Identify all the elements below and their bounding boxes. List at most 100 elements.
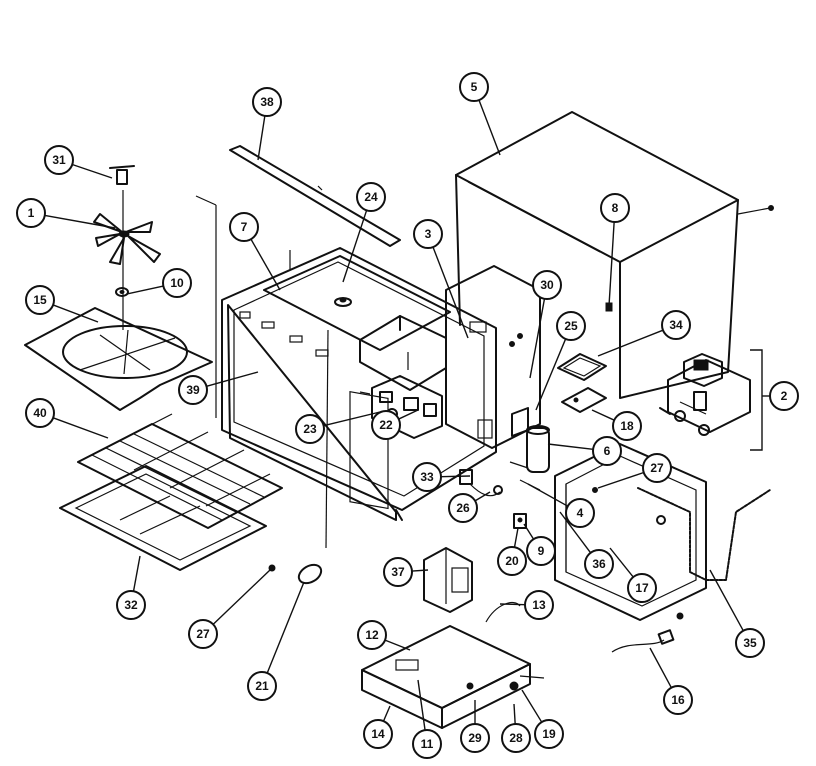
diode-clip xyxy=(513,513,527,529)
callout-number: 22 xyxy=(379,418,393,432)
callout-number: 2 xyxy=(781,389,788,403)
callout-leader-line xyxy=(649,647,672,689)
callout-leader-line xyxy=(417,679,426,731)
callout-number: 13 xyxy=(532,598,546,612)
callout-circle xyxy=(735,628,765,658)
callout-circle xyxy=(524,590,554,620)
callout-circle xyxy=(252,87,282,117)
callout-leader-line xyxy=(597,471,644,489)
callout-circle xyxy=(600,193,630,223)
callout-leader-line xyxy=(432,246,469,339)
callout-circle xyxy=(565,498,595,528)
glass-tray xyxy=(59,465,267,571)
callout-circle xyxy=(178,375,208,405)
fan-motor xyxy=(423,547,473,613)
callout-leader-line xyxy=(44,214,116,229)
callout-6: 6 xyxy=(547,436,622,466)
callout-circle xyxy=(247,671,277,701)
callout-leader-line xyxy=(257,115,266,161)
callout-circle xyxy=(534,719,564,749)
callout-number: 21 xyxy=(255,679,269,693)
outer-cabinet-wrapper xyxy=(455,111,774,399)
callout-number: 27 xyxy=(650,461,664,475)
callout-17: 17 xyxy=(609,547,657,603)
callout-leader-line xyxy=(266,581,305,674)
callout-25: 25 xyxy=(535,311,586,411)
callout-leader-line xyxy=(52,417,109,439)
reference-lines xyxy=(195,195,291,418)
callout-circle xyxy=(501,723,531,753)
callout-35: 35 xyxy=(709,569,765,658)
callout-leader-line xyxy=(527,483,569,507)
high-voltage-transformer xyxy=(659,353,751,436)
cavity-top-waveguide xyxy=(263,255,451,391)
callout-leader-line xyxy=(513,703,516,725)
callout-leader-line xyxy=(384,639,411,651)
callout-10: 10 xyxy=(126,268,192,298)
callout-number: 8 xyxy=(612,201,619,215)
callout-1: 1 xyxy=(16,198,116,229)
base-plate-assembly xyxy=(361,601,545,729)
callout-number: 26 xyxy=(456,501,470,515)
callout-number: 36 xyxy=(592,557,606,571)
capacitor xyxy=(509,425,550,473)
callout-number: 7 xyxy=(241,220,248,234)
callout-number: 4 xyxy=(577,506,584,520)
callout-14: 14 xyxy=(363,705,393,749)
callout-27: 27 xyxy=(597,453,672,489)
top-trim-strip xyxy=(229,145,401,247)
callout-leader-line xyxy=(513,527,519,548)
callout-number: 25 xyxy=(564,319,578,333)
callout-number: 9 xyxy=(538,544,545,558)
callout-circle xyxy=(25,285,55,315)
callout-9: 9 xyxy=(523,523,556,566)
callout-circle xyxy=(363,719,393,749)
callout-number: 37 xyxy=(391,565,405,579)
callout-23: 23 xyxy=(295,411,381,444)
callout-16: 16 xyxy=(649,647,693,715)
callout-number: 16 xyxy=(671,693,685,707)
callout-leader-line xyxy=(547,443,594,451)
callout-circle xyxy=(448,493,478,523)
callout-circle xyxy=(162,268,192,298)
callout-12: 12 xyxy=(357,620,411,651)
callout-circle xyxy=(116,590,146,620)
callout-circle xyxy=(497,546,527,576)
callout-36: 36 xyxy=(559,511,614,579)
callout-39: 39 xyxy=(178,371,259,405)
callout-circle xyxy=(383,557,413,587)
callout-number: 20 xyxy=(505,554,519,568)
callout-leader-line xyxy=(398,409,419,420)
callout-circle xyxy=(44,145,74,175)
callout-leader-line xyxy=(250,238,281,291)
fuse-holder-plate xyxy=(561,387,607,413)
callout-7: 7 xyxy=(229,212,281,291)
stirrer-cover xyxy=(24,307,213,411)
callout-21: 21 xyxy=(247,581,305,701)
callout-circle xyxy=(413,219,443,249)
callout-leader-line xyxy=(521,689,543,723)
door-sensor-screw xyxy=(268,329,329,585)
callout-circle xyxy=(371,410,401,440)
callout-leader-line xyxy=(440,475,471,478)
callout-circle xyxy=(357,620,387,650)
callout-2: 2 xyxy=(762,381,799,411)
callout-19: 19 xyxy=(521,689,564,749)
callout-circle xyxy=(356,182,386,212)
callout-leader-line xyxy=(342,210,368,283)
callout-number: 18 xyxy=(620,419,634,433)
callout-34: 34 xyxy=(597,310,691,357)
oven-rack xyxy=(77,413,283,529)
callout-leader-line xyxy=(609,547,634,578)
callout-29: 29 xyxy=(460,700,490,753)
callout-circle xyxy=(661,310,691,340)
callout-30: 30 xyxy=(529,270,562,379)
callout-leader-line xyxy=(72,163,113,179)
callout-number: 38 xyxy=(260,95,274,109)
callout-circle xyxy=(460,723,490,753)
callout-number: 28 xyxy=(509,731,523,745)
callout-number: 23 xyxy=(303,422,317,436)
callout-leader-line xyxy=(132,555,141,592)
